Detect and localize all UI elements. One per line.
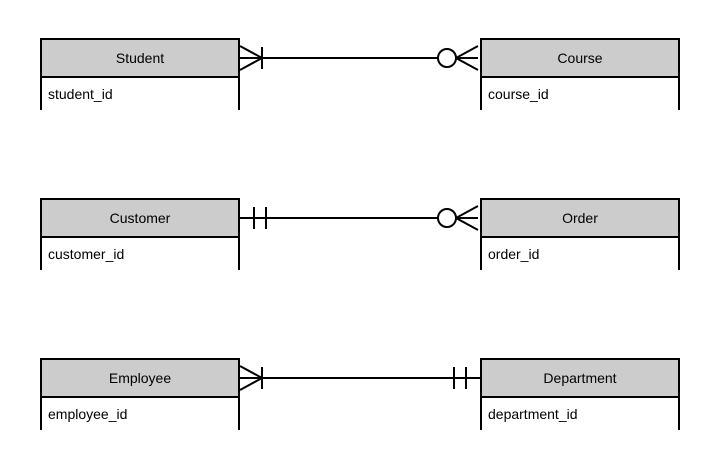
relationship-row: Student student_id Course course_id [0, 38, 720, 112]
entity-body: customer_id [42, 238, 238, 270]
entity-body: department_id [482, 398, 678, 430]
entity-attribute: order_id [488, 246, 540, 262]
relationship-row: Employee employee_id Department departme… [0, 358, 720, 432]
entity-header: Employee [42, 360, 238, 398]
relationship-row: Customer customer_id Order order_id [0, 198, 720, 272]
entity-attribute: department_id [488, 406, 578, 422]
entity-header: Course [482, 40, 678, 78]
entity-attribute: employee_id [48, 406, 128, 422]
entity-employee[interactable]: Employee employee_id [40, 358, 240, 430]
entity-name: Order [562, 210, 598, 226]
entity-student[interactable]: Student student_id [40, 38, 240, 110]
entity-attribute: course_id [488, 86, 549, 102]
entity-header: Order [482, 200, 678, 238]
entity-header: Department [482, 360, 678, 398]
entity-course[interactable]: Course course_id [480, 38, 680, 110]
entity-header: Student [42, 40, 238, 78]
entity-name: Student [115, 50, 165, 66]
entity-body: student_id [42, 78, 238, 110]
entity-customer[interactable]: Customer customer_id [40, 198, 240, 270]
entity-attribute: customer_id [48, 246, 125, 262]
entity-body: employee_id [42, 398, 238, 430]
entity-body: course_id [482, 78, 678, 110]
entity-name: Department [543, 370, 617, 386]
entity-order[interactable]: Order order_id [480, 198, 680, 270]
entity-name: Customer [109, 210, 171, 226]
entity-header: Customer [42, 200, 238, 238]
entity-name: Employee [108, 370, 172, 386]
entity-body: order_id [482, 238, 678, 270]
entity-name: Course [557, 50, 603, 66]
entity-attribute: student_id [48, 86, 113, 102]
entity-department[interactable]: Department department_id [480, 358, 680, 430]
